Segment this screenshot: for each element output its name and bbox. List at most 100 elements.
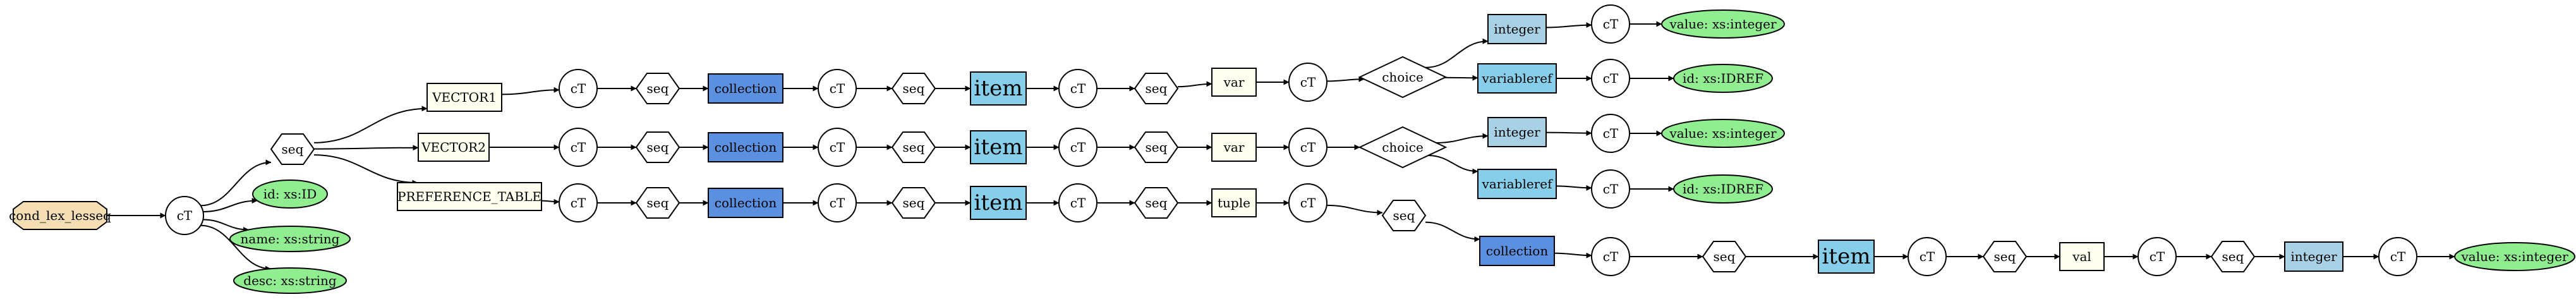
- ct-node[interactable]: cT: [1058, 183, 1098, 222]
- item-node[interactable]: item: [970, 130, 1027, 164]
- item-node-label: item: [974, 76, 1023, 101]
- variableref-node[interactable]: variableref: [1477, 169, 1557, 199]
- choice-node[interactable]: choice: [1358, 126, 1448, 169]
- ct-node-label: cT: [2150, 249, 2165, 264]
- ct-node-shape: [818, 128, 857, 167]
- ct-node[interactable]: cT: [559, 183, 598, 222]
- root-node-shape: [13, 201, 107, 230]
- root-node[interactable]: cond_lex_lesseq: [9, 201, 111, 230]
- ct-node-shape: [1591, 237, 1630, 276]
- ct-node-shape: [1591, 169, 1630, 209]
- variableref-node[interactable]: variableref: [1477, 63, 1557, 94]
- ct-node[interactable]: cT: [1591, 59, 1630, 98]
- integer-node[interactable]: integer: [1487, 14, 1547, 44]
- integer-node-label: integer: [1494, 21, 1540, 37]
- attribute-idref[interactable]: id: xs:IDREF: [1673, 174, 1773, 204]
- seq-node-shape: [270, 133, 315, 165]
- ct-node[interactable]: cT: [1591, 114, 1630, 153]
- attribute-value[interactable]: value: xs:integer: [2454, 242, 2575, 271]
- seq-node[interactable]: seq: [891, 187, 936, 219]
- attribute-value-shape: [2454, 242, 2575, 271]
- attribute-value[interactable]: value: xs:integer: [1661, 9, 1785, 39]
- attribute-name[interactable]: name: xs:string: [229, 226, 351, 252]
- ct-node-shape: [165, 196, 204, 235]
- seq-node[interactable]: seq: [891, 131, 936, 163]
- var-node[interactable]: var: [1211, 68, 1257, 97]
- collection-node-label: collection: [1486, 243, 1549, 258]
- ct-node[interactable]: cT: [1288, 128, 1327, 167]
- seq-node[interactable]: seq: [635, 187, 680, 219]
- ct-node-shape: [559, 183, 598, 222]
- seq-node[interactable]: seq: [270, 133, 315, 165]
- integer-node[interactable]: integer: [1487, 117, 1547, 147]
- var-node-shape: [1211, 133, 1257, 162]
- item-node[interactable]: item: [970, 71, 1027, 106]
- seq-node-label: seq: [282, 142, 304, 157]
- choice-node[interactable]: choice: [1358, 56, 1448, 99]
- seq-node-shape: [891, 131, 936, 163]
- collection-node[interactable]: collection: [708, 188, 783, 218]
- integer-node[interactable]: integer: [2284, 241, 2343, 272]
- item-node[interactable]: item: [970, 186, 1027, 220]
- ct-node-label: cT: [571, 195, 586, 210]
- seq-node[interactable]: seq: [1134, 73, 1179, 104]
- ct-node[interactable]: cT: [818, 69, 857, 108]
- ct-node-label: cT: [1603, 126, 1619, 141]
- seq-node[interactable]: seq: [1702, 241, 1747, 272]
- ct-node[interactable]: cT: [1288, 183, 1327, 222]
- ct-node[interactable]: cT: [1591, 169, 1630, 209]
- seq-node[interactable]: seq: [1134, 131, 1179, 163]
- attribute-name-shape: [229, 226, 351, 252]
- seq-node[interactable]: seq: [1134, 187, 1179, 219]
- item-node[interactable]: item: [1818, 240, 1875, 274]
- edge-pt_ct4-to-pt_seq4: [1326, 204, 1383, 216]
- tuple-node-label: tuple: [1218, 195, 1250, 210]
- ct-node[interactable]: cT: [2138, 237, 2177, 276]
- ct-node[interactable]: cT: [1058, 69, 1098, 108]
- seq-node-label: seq: [903, 140, 925, 155]
- integer-node-shape: [2284, 241, 2343, 272]
- ct-node[interactable]: cT: [1591, 237, 1630, 276]
- ct-node[interactable]: cT: [818, 128, 857, 167]
- val-node[interactable]: val: [2059, 242, 2105, 271]
- attribute-id[interactable]: id: xs:ID: [252, 179, 328, 209]
- seq-node[interactable]: seq: [1982, 241, 2028, 272]
- seq-node[interactable]: seq: [1381, 200, 1427, 231]
- variableref-node-shape: [1477, 169, 1557, 199]
- ct-node[interactable]: cT: [165, 196, 204, 235]
- ct-node[interactable]: cT: [818, 183, 857, 222]
- ct-node[interactable]: cT: [2378, 237, 2417, 276]
- collection-node[interactable]: collection: [1479, 236, 1555, 266]
- ct-node[interactable]: cT: [1288, 63, 1327, 102]
- ct-node-label: cT: [1603, 71, 1619, 86]
- tuple-node-shape: [1211, 188, 1257, 217]
- preference-table-node[interactable]: PREFERENCE_TABLE: [397, 182, 542, 211]
- seq-node[interactable]: seq: [635, 131, 680, 163]
- seq-node-shape: [1134, 187, 1179, 219]
- ct-node[interactable]: cT: [559, 69, 598, 108]
- vector1-node[interactable]: VECTOR1: [426, 83, 502, 112]
- seq-node-label: seq: [1146, 195, 1168, 210]
- collection-node[interactable]: collection: [708, 132, 783, 162]
- seq-node[interactable]: seq: [2210, 241, 2256, 272]
- var-node[interactable]: var: [1211, 133, 1257, 162]
- seq-node-label: seq: [1146, 140, 1168, 155]
- attribute-idref[interactable]: id: xs:IDREF: [1673, 64, 1773, 93]
- ct-node[interactable]: cT: [1908, 237, 1947, 276]
- preference-table-node-label: PREFERENCE_TABLE: [397, 189, 541, 204]
- seq-node[interactable]: seq: [635, 73, 680, 104]
- collection-node[interactable]: collection: [708, 73, 783, 104]
- tuple-node[interactable]: tuple: [1211, 188, 1257, 217]
- ct-node[interactable]: cT: [559, 128, 598, 167]
- attribute-value[interactable]: value: xs:integer: [1661, 119, 1785, 148]
- vector2-node[interactable]: VECTOR2: [418, 133, 490, 162]
- ct-node[interactable]: cT: [1591, 4, 1630, 44]
- vector2-node-shape: [418, 133, 490, 162]
- seq-node[interactable]: seq: [891, 73, 936, 104]
- ct-node-shape: [818, 69, 857, 108]
- item-node-shape: [970, 186, 1027, 220]
- ct-node-label: cT: [1300, 75, 1316, 90]
- attribute-desc[interactable]: desc: xs:string: [233, 267, 347, 294]
- ct-node-shape: [1058, 128, 1098, 167]
- ct-node[interactable]: cT: [1058, 128, 1098, 167]
